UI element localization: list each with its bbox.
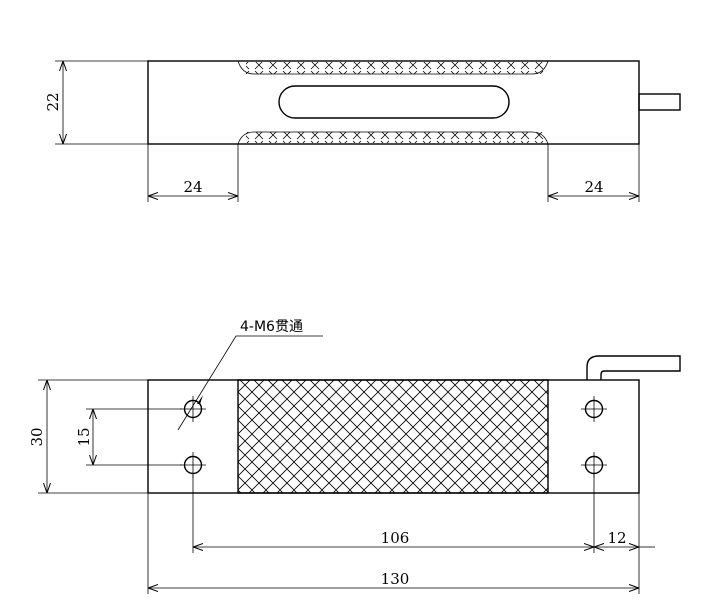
callout-arrow bbox=[197, 395, 203, 404]
side-view: 22 24 24 bbox=[44, 60, 681, 202]
bottom-hatch-strip bbox=[246, 132, 548, 143]
mounting-hole bbox=[581, 452, 607, 478]
top-hatch-strip bbox=[246, 62, 548, 74]
dim-text-24-right: 24 bbox=[584, 178, 603, 196]
dim-text-130: 130 bbox=[381, 570, 410, 588]
dogbone-slot bbox=[278, 85, 510, 119]
dim-text-12: 12 bbox=[607, 529, 626, 547]
mounting-hole bbox=[180, 452, 206, 478]
bottom-recess-outline bbox=[237, 131, 549, 145]
top-recess-outline bbox=[237, 60, 549, 75]
dim-text-30: 30 bbox=[28, 427, 46, 446]
hole-callout: 4-M6贯通 bbox=[240, 319, 303, 335]
callout-leader bbox=[177, 335, 323, 431]
strain-gauge-area bbox=[238, 380, 548, 493]
dim-text-106: 106 bbox=[381, 529, 410, 547]
dim-text-24-left: 24 bbox=[183, 178, 202, 196]
mounting-hole bbox=[581, 396, 607, 422]
dim-text-22: 22 bbox=[44, 92, 62, 111]
plan-view: 4-M6贯通 30 15 106 12 130 bbox=[28, 319, 681, 594]
strain-gauge-outline bbox=[237, 379, 549, 494]
dim-text-15: 15 bbox=[75, 427, 93, 446]
side-view-cable bbox=[638, 93, 681, 111]
mounting-hole bbox=[180, 396, 206, 422]
plan-view-cable bbox=[586, 355, 681, 380]
